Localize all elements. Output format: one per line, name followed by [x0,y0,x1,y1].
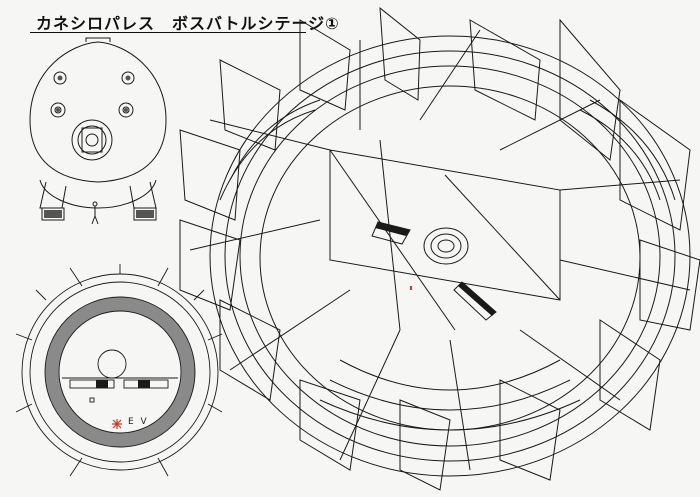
stairs-upper [371,221,411,245]
top-vent-left [53,71,67,85]
side-vent-left [50,102,66,118]
elevator-label: E V [128,417,149,427]
sheet-title: カネシロパレス ボスバトルシテージ① [36,14,340,33]
side-vent-right [118,102,134,118]
top-vent-right [121,71,135,85]
arena-radial-beams [189,29,691,471]
center-dais [423,227,469,265]
arena-floor [329,149,561,301]
arena-wall-panels [179,6,700,491]
side-view-top-cap [85,37,111,42]
side-view-dome [29,41,167,183]
arena-lower-tiers [219,99,676,431]
arena-outer-rim [209,35,691,477]
side-view-bowl [39,179,157,209]
title-underline [30,32,306,33]
elevator-marker [112,419,122,429]
plan-walkway-ring [45,297,195,447]
center-emblem [71,119,113,161]
